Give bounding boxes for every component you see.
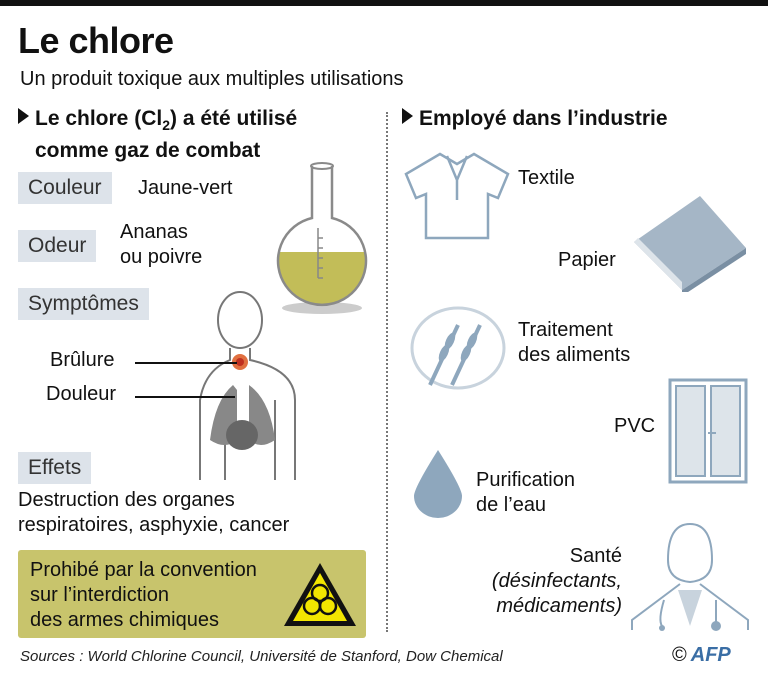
sources-text: Sources : World Chlorine Council, Univer…: [20, 648, 503, 665]
page-title: Le chlore: [18, 20, 174, 61]
biohazard-icon: [284, 563, 356, 626]
traitement-label-2: des aliments: [518, 344, 631, 366]
effets-line-2: respiratoires, asphyxie, cancer: [18, 514, 290, 536]
warning-text: Prohibé par la convention sur l’interdic…: [30, 558, 257, 633]
warning-line: sur l’interdiction: [30, 584, 169, 606]
odeur-label: Odeur: [18, 230, 97, 262]
page-subtitle: Un produit toxique aux multiples utilisa…: [20, 68, 404, 90]
column-divider: [386, 112, 388, 632]
doctor-icon: [631, 522, 749, 631]
warning-box: Prohibé par la convention sur l’interdic…: [18, 550, 366, 638]
triangle-bullet-icon: [18, 108, 29, 124]
heading-text: Employé dans l’industrie: [419, 107, 668, 130]
heading-text: ) a été utilisé: [170, 107, 298, 130]
purification-label-2: de l’eau: [476, 494, 547, 516]
left-heading: Le chlore (Cl2) a été utilisé comme gaz …: [18, 106, 297, 164]
brulure-label: Brûlure: [50, 349, 115, 371]
wheat-icon: [410, 306, 506, 390]
copyright-symbol: ©: [672, 644, 687, 666]
papier-label: Papier: [558, 249, 616, 271]
odeur-value-2: ou poivre: [120, 246, 203, 268]
douleur-pointer: [135, 396, 235, 398]
sante-label: Santé: [569, 545, 622, 567]
textile-label: Textile: [518, 167, 575, 189]
couleur-value: Jaune-vert: [138, 177, 233, 199]
odeur-value-1: Ananas: [120, 221, 188, 243]
pvc-label: PVC: [614, 415, 656, 437]
flask-icon: [276, 162, 368, 314]
traitement-label-1: Traitement: [518, 319, 613, 341]
douleur-label: Douleur: [46, 383, 117, 405]
sante-detail-1: (désinfectants,: [491, 570, 622, 592]
top-bar: [0, 0, 768, 6]
brulure-pointer: [135, 362, 237, 364]
purification-label-1: Purification: [476, 469, 575, 491]
right-heading: Employé dans l’industrie: [402, 106, 668, 132]
afp-logo: ©AFP: [672, 644, 731, 667]
triangle-bullet-icon: [402, 108, 413, 124]
heading-text: Le chlore (Cl: [35, 107, 163, 130]
heading-subscript: 2: [162, 117, 170, 134]
warning-line: Prohibé par la convention: [30, 559, 257, 581]
human-torso-icon: [199, 291, 296, 480]
sante-detail-2: médicaments): [496, 595, 622, 617]
shirt-icon: [404, 152, 510, 240]
afp-logo-text: AFP: [690, 644, 731, 666]
warning-line: des armes chimiques: [30, 609, 219, 631]
paper-book-icon: [634, 196, 746, 292]
effets-label: Effets: [18, 452, 92, 484]
water-drop-icon: [414, 450, 462, 518]
heading-text: comme gaz de combat: [35, 139, 261, 163]
effets-line-1: Destruction des organes: [18, 489, 235, 511]
symptomes-label: Symptômes: [18, 288, 149, 320]
couleur-label: Couleur: [18, 172, 112, 204]
pvc-window-icon: [668, 378, 748, 484]
